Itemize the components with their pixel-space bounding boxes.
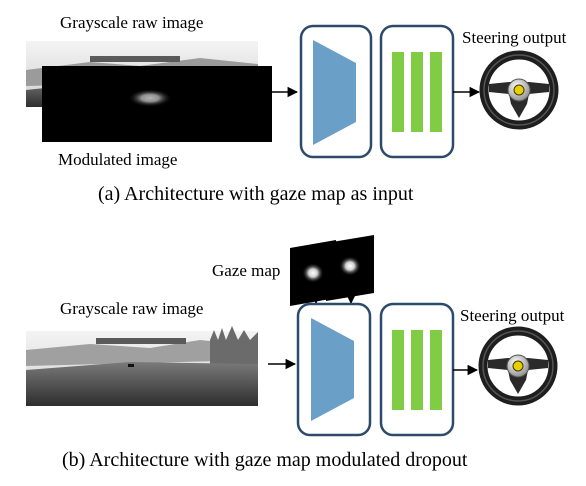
steering-output-label-a: Steering output	[462, 28, 567, 47]
fc-module-a	[379, 24, 455, 159]
steering-wheel-icon	[479, 50, 559, 130]
raw-image-label-a: Grayscale raw image	[60, 13, 204, 32]
caption-a: (a) Architecture with gaze map as input	[98, 183, 414, 205]
modulated-image	[42, 66, 272, 142]
modulated-image-label: Modulated image	[58, 150, 178, 169]
conv-module-a	[299, 24, 373, 159]
raw-image-b	[26, 326, 258, 406]
steering-wheel-icon	[478, 326, 558, 406]
raw-image-label-b: Grayscale raw image	[60, 299, 204, 318]
fc-module-b	[379, 302, 455, 437]
gaze-map-label: Gaze map	[212, 261, 281, 280]
gaze-map-image	[290, 235, 374, 306]
steering-output-label-b: Steering output	[460, 306, 565, 325]
conv-module-b	[296, 302, 372, 437]
caption-b: (b) Architecture with gaze map modulated…	[62, 449, 468, 471]
